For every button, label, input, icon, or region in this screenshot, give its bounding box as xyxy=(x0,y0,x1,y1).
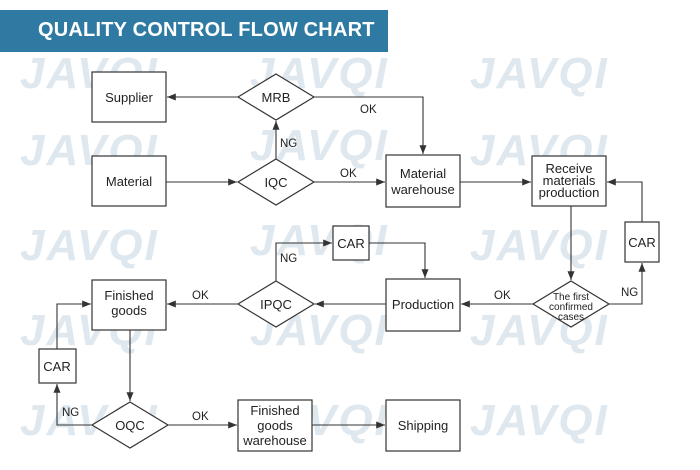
node-first-confirmed xyxy=(531,280,611,328)
edge-label-first-ok: OK xyxy=(494,290,511,302)
header-banner: QUALITY CONTROL FLOW CHART xyxy=(0,10,388,52)
label-receive-3: production xyxy=(539,185,600,200)
svg-text:JAVQI: JAVQI xyxy=(470,396,609,445)
node-finished-goods-warehouse xyxy=(237,399,313,452)
label-material: Material xyxy=(106,174,152,189)
edge-label-ipqc-ng: NG xyxy=(280,253,297,265)
label-first-1: The first xyxy=(553,292,589,303)
label-ipqc: IPQC xyxy=(260,297,292,312)
node-mrb xyxy=(236,73,316,121)
label-receive-2: materials xyxy=(543,173,596,188)
label-shipping: Shipping xyxy=(398,418,449,433)
edge-first-ng-to-car xyxy=(609,263,646,305)
label-supplier: Supplier xyxy=(105,90,153,105)
connectors xyxy=(53,93,646,429)
edge-label-first-ng: NG xyxy=(621,287,638,299)
node-car-left xyxy=(38,348,77,384)
node-supplier xyxy=(91,71,167,123)
node-shipping xyxy=(385,399,461,452)
edge-label-oqc-ng: NG xyxy=(62,407,79,419)
edge-ipqc-ng-to-car xyxy=(275,239,332,281)
node-ipqc xyxy=(236,280,316,328)
edge-label-iqc-ok: OK xyxy=(340,168,357,180)
edge-car-to-receive xyxy=(607,178,643,222)
svg-text:JAVQI: JAVQI xyxy=(20,221,159,270)
node-material-warehouse xyxy=(385,154,461,208)
label-material-warehouse-2: warehouse xyxy=(390,182,455,197)
edge-label-mrb-ok: OK xyxy=(360,104,377,116)
label-car-left: CAR xyxy=(43,359,70,374)
label-production: Production xyxy=(392,297,454,312)
label-iqc: IQC xyxy=(264,175,287,190)
edge-label-oqc-ok: OK xyxy=(192,411,209,423)
svg-text:JAVQI: JAVQI xyxy=(470,221,609,270)
svg-text:JAVQI: JAVQI xyxy=(470,49,609,98)
edge-car-to-finished xyxy=(56,300,91,349)
edge-oqc-ng-to-car xyxy=(53,384,92,426)
label-car-mid: CAR xyxy=(337,236,364,251)
label-material-warehouse-1: Material xyxy=(400,166,446,181)
edge-mrb-ok-to-warehouse xyxy=(314,96,427,154)
label-first-3: cases xyxy=(558,312,584,323)
node-receive-materials xyxy=(531,155,607,207)
node-material xyxy=(91,155,167,207)
label-mrb: MRB xyxy=(262,90,291,105)
edge-car-to-production xyxy=(369,242,429,278)
label-oqc: OQC xyxy=(115,418,145,433)
node-finished-goods xyxy=(91,279,167,331)
label-first-2: confirmed xyxy=(549,302,593,313)
node-iqc xyxy=(236,158,316,206)
node-car-right xyxy=(624,221,660,263)
label-fg-warehouse-2: goods xyxy=(257,418,293,433)
watermark: JAVQI JAVQI JAVQI JAVQI JAVQI JAVQI JAVQ… xyxy=(20,49,609,445)
edge-label-ipqc-ok: OK xyxy=(192,290,209,302)
edge-label-iqc-ng: NG xyxy=(280,138,297,150)
label-fg-warehouse-3: warehouse xyxy=(242,433,307,448)
label-finished-goods-2: goods xyxy=(111,303,147,318)
page-title: QUALITY CONTROL FLOW CHART xyxy=(38,19,375,41)
node-car-mid xyxy=(332,225,370,261)
label-finished-goods-1: Finished xyxy=(104,288,153,303)
node-oqc xyxy=(90,401,170,449)
label-receive-1: Receive xyxy=(546,161,593,176)
label-car-right: CAR xyxy=(628,235,655,250)
node-production xyxy=(385,278,461,332)
label-fg-warehouse-1: Finished xyxy=(250,403,299,418)
